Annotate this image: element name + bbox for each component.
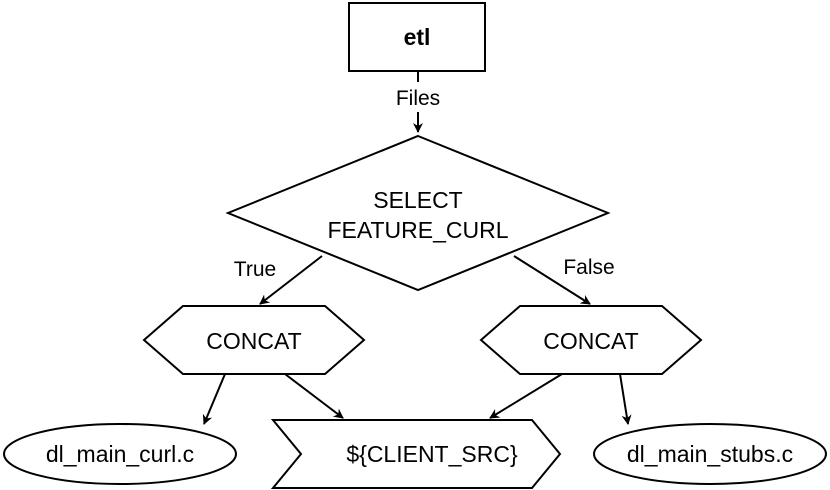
node-curl-file: dl_main_curl.c (3, 423, 237, 485)
edge-select-to-concat-right (513, 255, 591, 305)
edge-concat-right-to-client-src (489, 373, 563, 419)
edge-label-false: False (563, 256, 614, 279)
node-select-feature-curl: SELECT FEATURE_CURL (225, 134, 611, 292)
select-label-line2: FEATURE_CURL (327, 217, 508, 243)
stubs-file-ellipse (593, 423, 827, 485)
node-etl: etl (348, 2, 486, 72)
etl-label: etl (404, 24, 431, 50)
node-client-src: ${CLIENT_SRC} (270, 419, 562, 489)
edge-label-files: Files (396, 87, 440, 110)
client-src-chevron (270, 419, 562, 489)
stubs-file-label: dl_main_stubs.c (627, 441, 793, 467)
edge-concat-left-to-client-src (284, 373, 344, 419)
node-concat-right: CONCAT (479, 305, 703, 375)
edges (202, 72, 632, 425)
edge-select-to-concat-left (259, 255, 323, 305)
concat-left-label: CONCAT (206, 328, 301, 354)
edge-concat-right-to-stubs-file (619, 373, 632, 425)
etl-box (348, 2, 486, 72)
concat-right-hexagon (479, 305, 703, 375)
concat-left-hexagon (142, 305, 366, 375)
curl-file-ellipse (3, 423, 237, 485)
files-label-bg (382, 82, 452, 112)
edge-concat-left-to-curl-file (202, 373, 226, 425)
concat-right-label: CONCAT (543, 328, 638, 354)
node-stubs-file: dl_main_stubs.c (593, 423, 827, 485)
curl-file-label: dl_main_curl.c (46, 441, 194, 467)
select-diamond (225, 134, 611, 292)
edge-label-true: True (234, 258, 276, 281)
select-label-line1: SELECT (373, 187, 462, 213)
client-src-label: ${CLIENT_SRC} (346, 441, 518, 467)
node-concat-left: CONCAT (142, 305, 366, 375)
